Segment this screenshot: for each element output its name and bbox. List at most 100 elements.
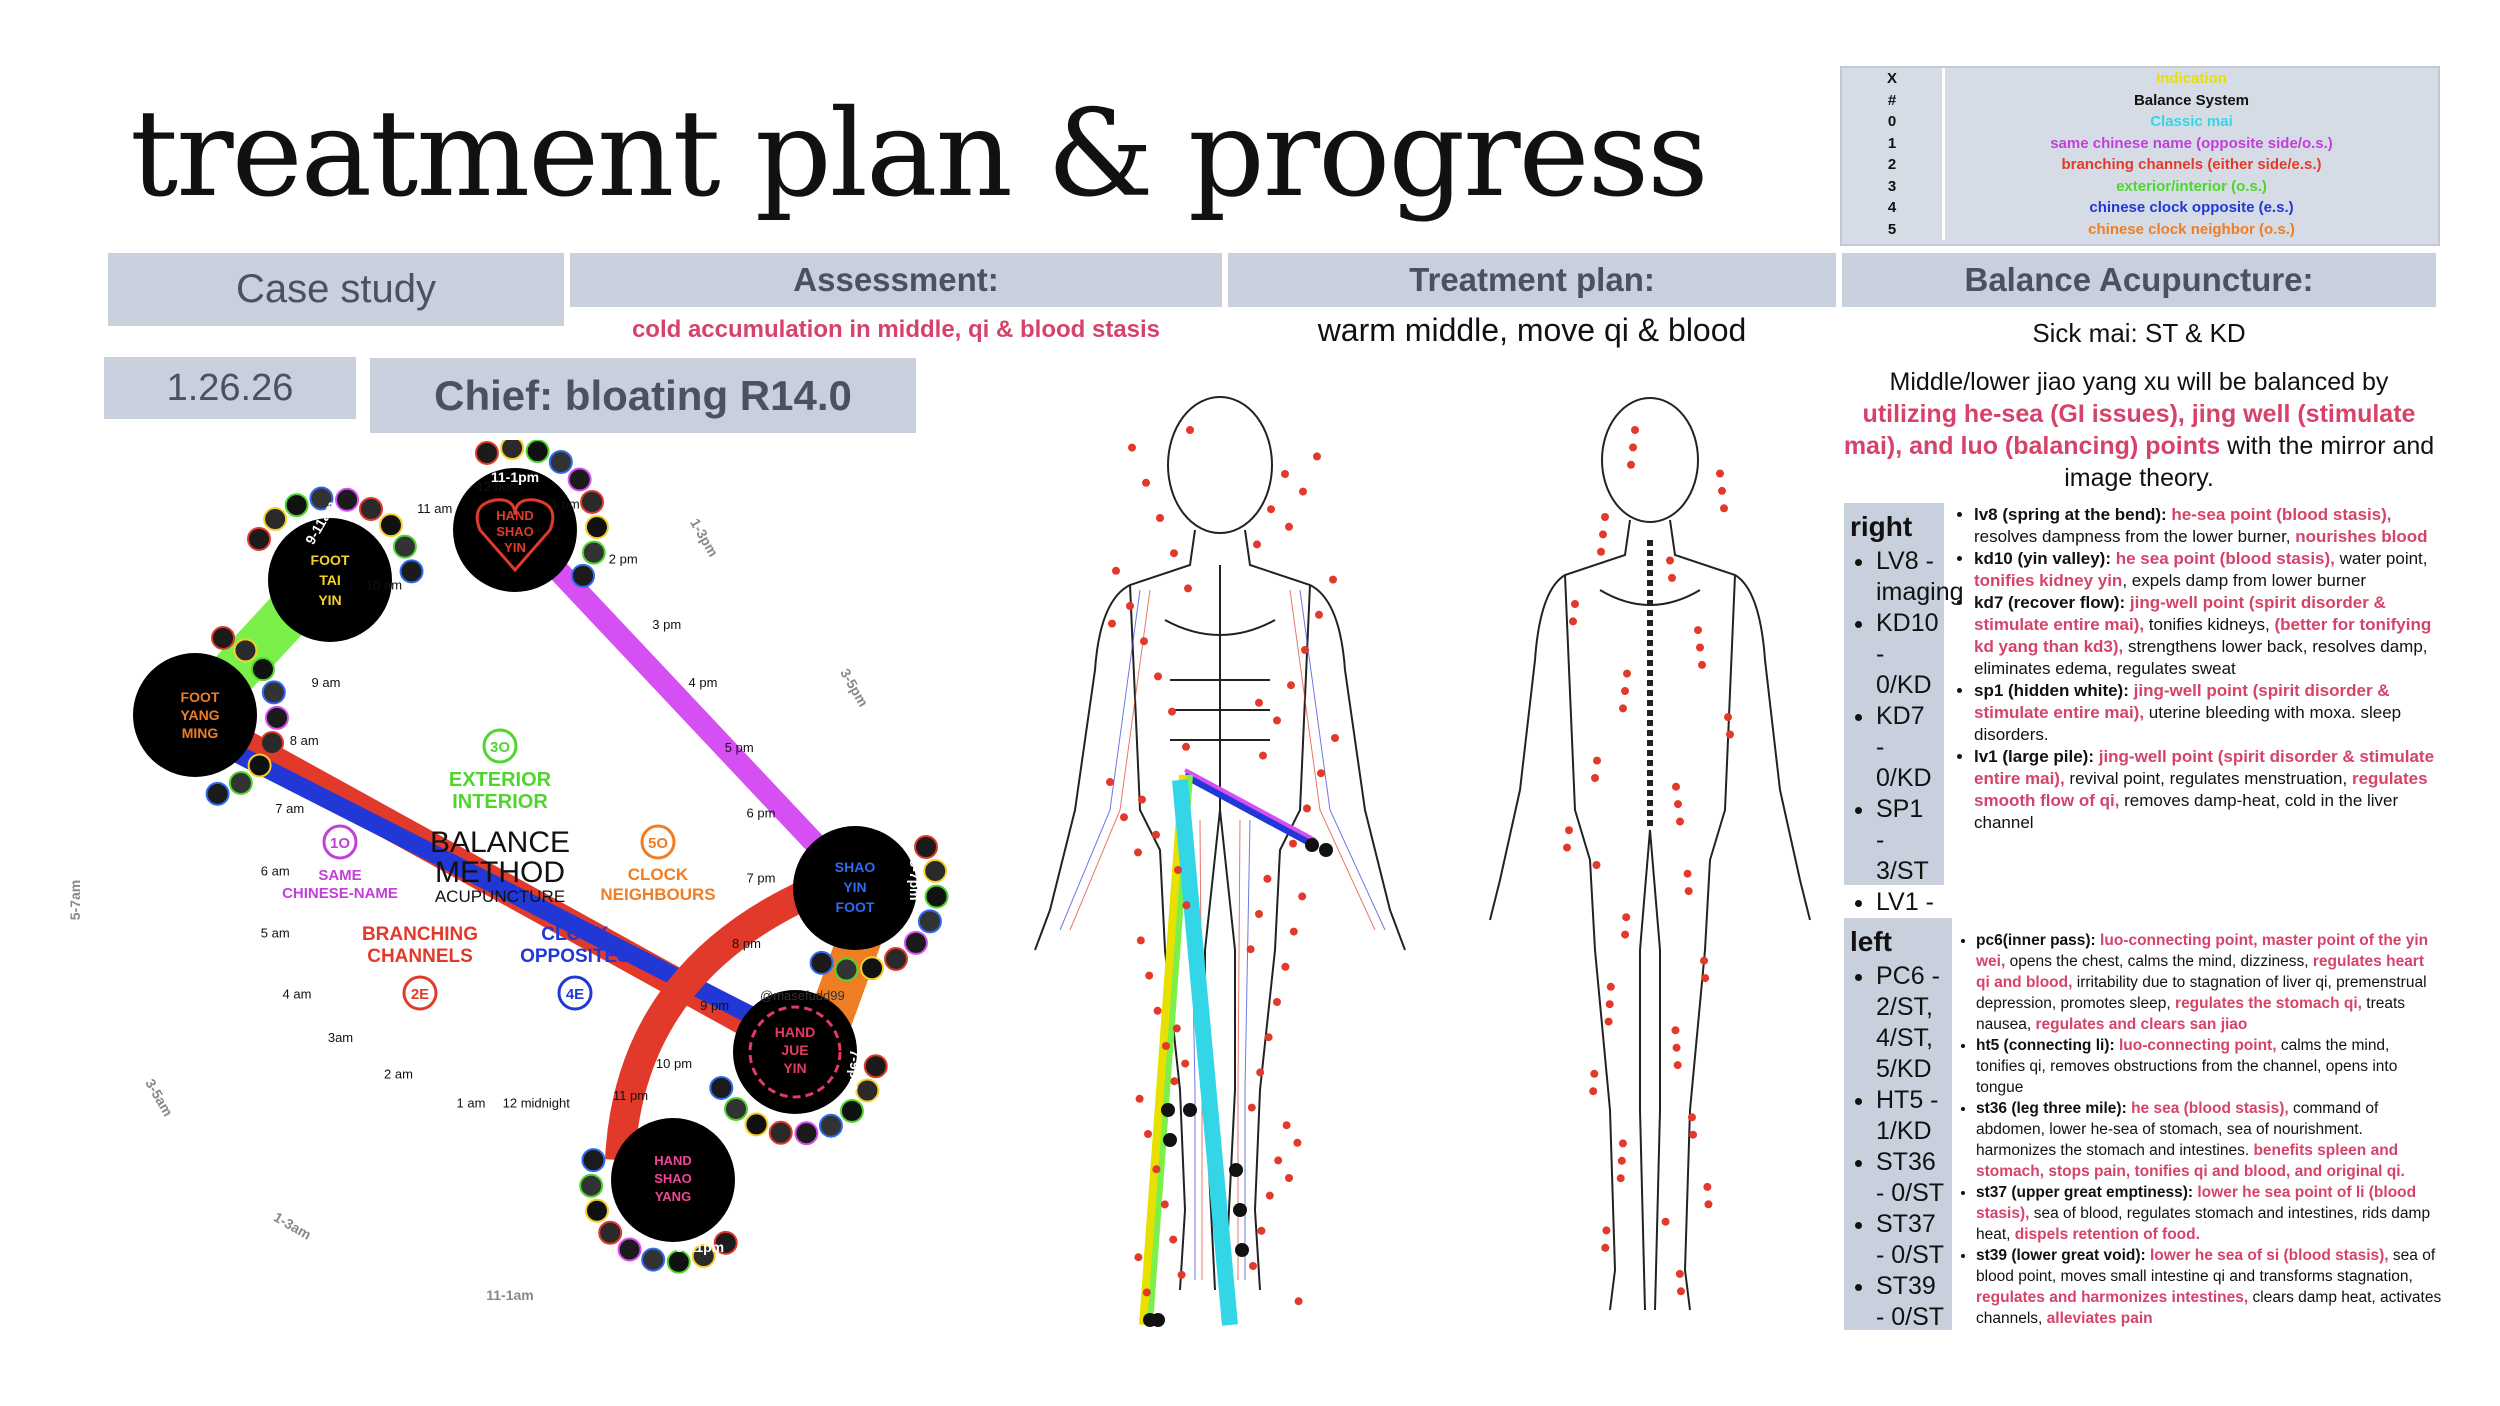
point-item: KD7 - 0/KD: [1876, 701, 1938, 794]
channel-purple: [511, 522, 849, 878]
balance-clock-diagram: FOOT TAI YIN HAND SHAO YIN FOOT YANG MIN…: [67, 440, 949, 1303]
time-range-label: 9-11pm: [676, 1239, 724, 1255]
hand-jue-yin-label-1: HAND: [775, 1024, 815, 1040]
point-dot: [399, 559, 424, 584]
page-title: treatment plan & progress: [130, 85, 1709, 224]
right-points-box: right LV8 - imagingKD10 - 0/KDKD7 - 0/KD…: [1844, 503, 1964, 947]
legend-label: Classic mai: [2150, 113, 2233, 130]
acupoint-dot: [1257, 1226, 1266, 1235]
acupoint-dot: [1299, 487, 1307, 496]
legend-key: #: [1842, 89, 1945, 111]
acupoint-dot: [1177, 1270, 1186, 1279]
front-purple-line: [1184, 768, 1316, 842]
left-points-list: PC6 - 2/ST, 4/ST, 5/KDHT5 - 1/KDST36 - 0…: [1850, 961, 1946, 1333]
balance-desc-line1: Middle/lower jiao yang xu will be balanc…: [1889, 368, 2389, 396]
hand-jue-yin-label-3: YIN: [783, 1060, 806, 1076]
point-item: ST37 - 0/ST: [1876, 1209, 1946, 1271]
legend-label: same chinese name (opposite side/o.s.): [2050, 134, 2333, 152]
acupoint-dot: [1273, 998, 1281, 1006]
note-st39: st39 (lower great void): lower he sea of…: [1976, 1245, 2442, 1329]
hour-label: 11 am: [417, 501, 452, 516]
acupoint-dot: [1694, 626, 1702, 635]
acupoint-dot: [1569, 617, 1577, 626]
point-item: PC6 - 2/ST, 4/ST, 5/KD: [1876, 961, 1946, 1085]
time-range-label: 11-1am: [486, 1287, 533, 1303]
acupoint-dot: [1672, 782, 1680, 791]
acupoint-dot: [1249, 1262, 1257, 1270]
acupoint-dot: [1591, 774, 1599, 782]
acupoint-dot: [1267, 505, 1275, 514]
hour-label: 3am: [328, 1030, 353, 1045]
point-dot: [584, 515, 609, 540]
hour-label: 3 pm: [652, 617, 681, 632]
left-points-box: left PC6 - 2/ST, 4/ST, 5/KDHT5 - 1/KDST3…: [1844, 918, 1952, 1333]
shao-yin-foot-label-3: FOOT: [836, 899, 875, 915]
acupoint-dot: [1619, 704, 1627, 713]
clock-opposites-label-1: CLOCK: [541, 924, 609, 945]
acupoint-dot: [1683, 869, 1692, 878]
acupoint-dot: [1256, 1068, 1265, 1077]
acupoint-dot: [1331, 734, 1339, 742]
acupoint-dot: [1593, 756, 1601, 765]
hand-shao-yang-label-1: HAND: [654, 1153, 692, 1168]
acupoint-dot: [1160, 1200, 1169, 1209]
acupoint-dot: [1112, 566, 1120, 575]
acupoint-dot: [1317, 769, 1325, 778]
hand-shao-yin-label-3: YIN: [504, 540, 526, 555]
hour-label: 12 midnight: [503, 1095, 571, 1110]
acupoint-dot: [1698, 660, 1706, 669]
acupoint-dot: [1606, 982, 1615, 991]
acupoint-dot: [1617, 1156, 1626, 1165]
shao-yin-foot-label-2: YIN: [843, 879, 866, 895]
acupoint-dot: [1153, 1006, 1162, 1015]
point-item: SP1 - 3/ST: [1876, 794, 1938, 887]
acupoint-dot: [1184, 584, 1192, 593]
acupoint-dot: [1152, 1165, 1161, 1174]
acupoint-dot: [1285, 1174, 1293, 1182]
hand-shao-yang-label-2: SHAO: [654, 1171, 692, 1186]
acupoint-dot: [1126, 602, 1134, 610]
point-dot: [584, 1198, 609, 1223]
front-cyan-line: [1172, 779, 1238, 1326]
point-dot: [923, 858, 948, 883]
acupoint-dot: [1315, 610, 1323, 619]
acupoint-dot: [1281, 962, 1290, 971]
point-dot: [261, 680, 286, 705]
acupoint-dot: [1301, 646, 1309, 654]
legend-label: exterior/interior (o.s.): [2116, 177, 2267, 195]
acupoint-dot: [1108, 619, 1116, 628]
point-item: ST36 - 0/ST: [1876, 1147, 1946, 1209]
acupoint-dot: [1287, 681, 1295, 690]
point-dot: [809, 950, 834, 975]
point-dot: [598, 1220, 623, 1245]
exterior-label: EXTERIOR: [449, 769, 552, 791]
note-kd7: kd7 (recover flow): jing-well point (spi…: [1974, 592, 2440, 680]
time-range-label: 11-1pm: [491, 469, 539, 485]
hand-jue-yin-label-2: JUE: [781, 1042, 808, 1058]
hour-label: 6 am: [261, 863, 290, 878]
treatment-plan-header: Treatment plan:: [1228, 253, 1836, 307]
point-item: HT5 - 1/KD: [1876, 1085, 1946, 1147]
system-2-badge: 2E: [411, 986, 429, 1003]
point-dot: [744, 1112, 769, 1137]
acupoint-dot: [1700, 956, 1709, 965]
acupoint-dot: [1134, 1253, 1143, 1262]
foot-yang-ming-label-2: YANG: [180, 707, 219, 723]
point-dot: [666, 1249, 691, 1274]
point-dot: [818, 1113, 843, 1138]
legend-label: chinese clock neighbor (o.s.): [2088, 220, 2295, 238]
acupoint-dot: [1106, 778, 1114, 786]
hour-label: 4 pm: [689, 675, 718, 690]
acupoint-dot: [1704, 1200, 1713, 1209]
chief-complaint-box: Chief: bloating R14.0: [370, 358, 916, 433]
chinese-name-label: CHINESE-NAME: [282, 885, 398, 902]
acupoint-dot: [1696, 643, 1704, 652]
point-dot: [724, 1096, 749, 1121]
acupoint-dot: [1181, 1059, 1190, 1068]
acupoint-dot: [1142, 478, 1150, 487]
system-1-badge: 1O: [330, 835, 350, 852]
legend-row: #Balance System: [1842, 89, 2438, 111]
